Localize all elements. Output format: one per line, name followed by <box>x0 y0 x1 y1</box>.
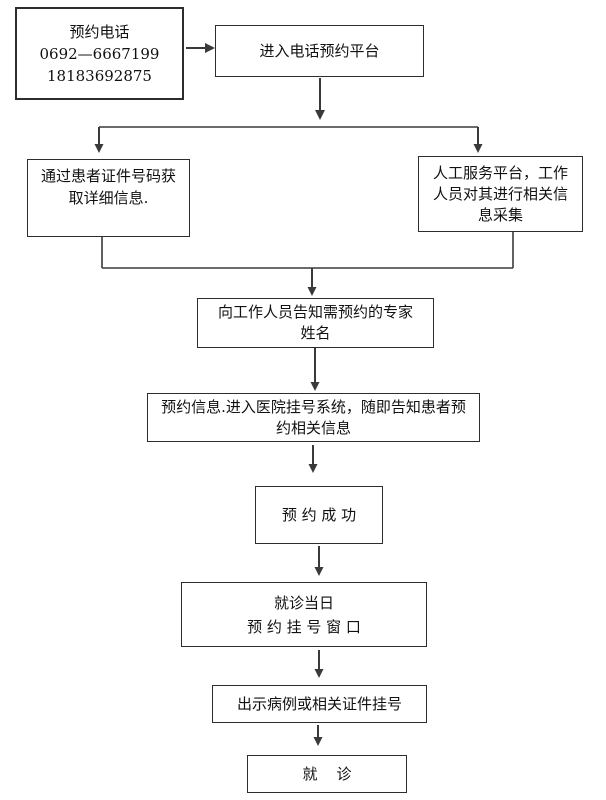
node-visit-day-line2: 预 约 挂 号 窗 口 <box>247 617 361 636</box>
node-appointment-success: 预 约 成 功 <box>255 486 383 544</box>
node-manual-service-line1: 人工服务平台，工作 <box>432 163 568 182</box>
node-enter-phone-platform-label: 进入电话预约平台 <box>259 42 380 60</box>
arrow-phone-to-platform <box>186 43 215 53</box>
node-appointment-success-label: 预 约 成 功 <box>281 506 357 524</box>
node-id-number-lookup-line2: 取详细信息. <box>68 189 149 207</box>
arrow-tell-to-register <box>310 348 320 391</box>
node-appointment-phone: 预约电话 0692—6667199 18183692875 <box>15 7 184 100</box>
node-tell-expert-line1: 向工作人员告知需预约的专家 <box>217 303 413 321</box>
node-tell-expert-name: 向工作人员告知需预约的专家 姓名 <box>197 298 434 348</box>
arrow-register-to-success <box>308 445 318 473</box>
node-visit-day-line1: 就诊当日 <box>273 593 334 612</box>
node-registration-system: 预约信息.进入医院挂号系统，随即告知患者预 约相关信息 <box>147 393 480 442</box>
node-registration-system-line1: 预约信息.进入医院挂号系统，随即告知患者预 <box>161 397 466 416</box>
node-show-records-label: 出示病例或相关证件挂号 <box>236 695 402 713</box>
node-visit-day-window: 就诊当日 预 约 挂 号 窗 口 <box>181 582 427 647</box>
node-manual-service-platform: 人工服务平台，工作 人员对其进行相关信 息采集 <box>418 156 583 232</box>
node-treatment: 就 诊 <box>247 755 407 793</box>
arrow-branch-left <box>94 127 104 153</box>
node-manual-service-line3: 息采集 <box>477 205 523 224</box>
arrow-success-to-visitday <box>314 546 324 576</box>
arrow-platform-down <box>315 78 325 120</box>
phone-number-1: 0692—6667199 <box>39 44 160 63</box>
node-show-records: 出示病例或相关证件挂号 <box>212 685 427 723</box>
node-treatment-label: 就 诊 <box>302 765 352 783</box>
phone-number-2: 18183692875 <box>47 66 152 85</box>
node-registration-system-line2: 约相关信息 <box>275 418 351 437</box>
arrow-merge-down <box>307 268 317 296</box>
arrow-branch-right <box>473 127 483 153</box>
node-id-number-lookup-line1: 通过患者证件号码获 <box>40 167 176 185</box>
arrow-show-to-treatment <box>313 725 323 746</box>
node-enter-phone-platform: 进入电话预约平台 <box>215 25 424 77</box>
node-id-number-lookup: 通过患者证件号码获 取详细信息. <box>27 159 190 237</box>
node-manual-service-line2: 人员对其进行相关信 <box>432 184 568 203</box>
node-appointment-phone-title: 预约电话 <box>69 22 130 41</box>
arrow-visitday-to-show <box>314 650 324 678</box>
node-tell-expert-line2: 姓名 <box>300 324 331 342</box>
